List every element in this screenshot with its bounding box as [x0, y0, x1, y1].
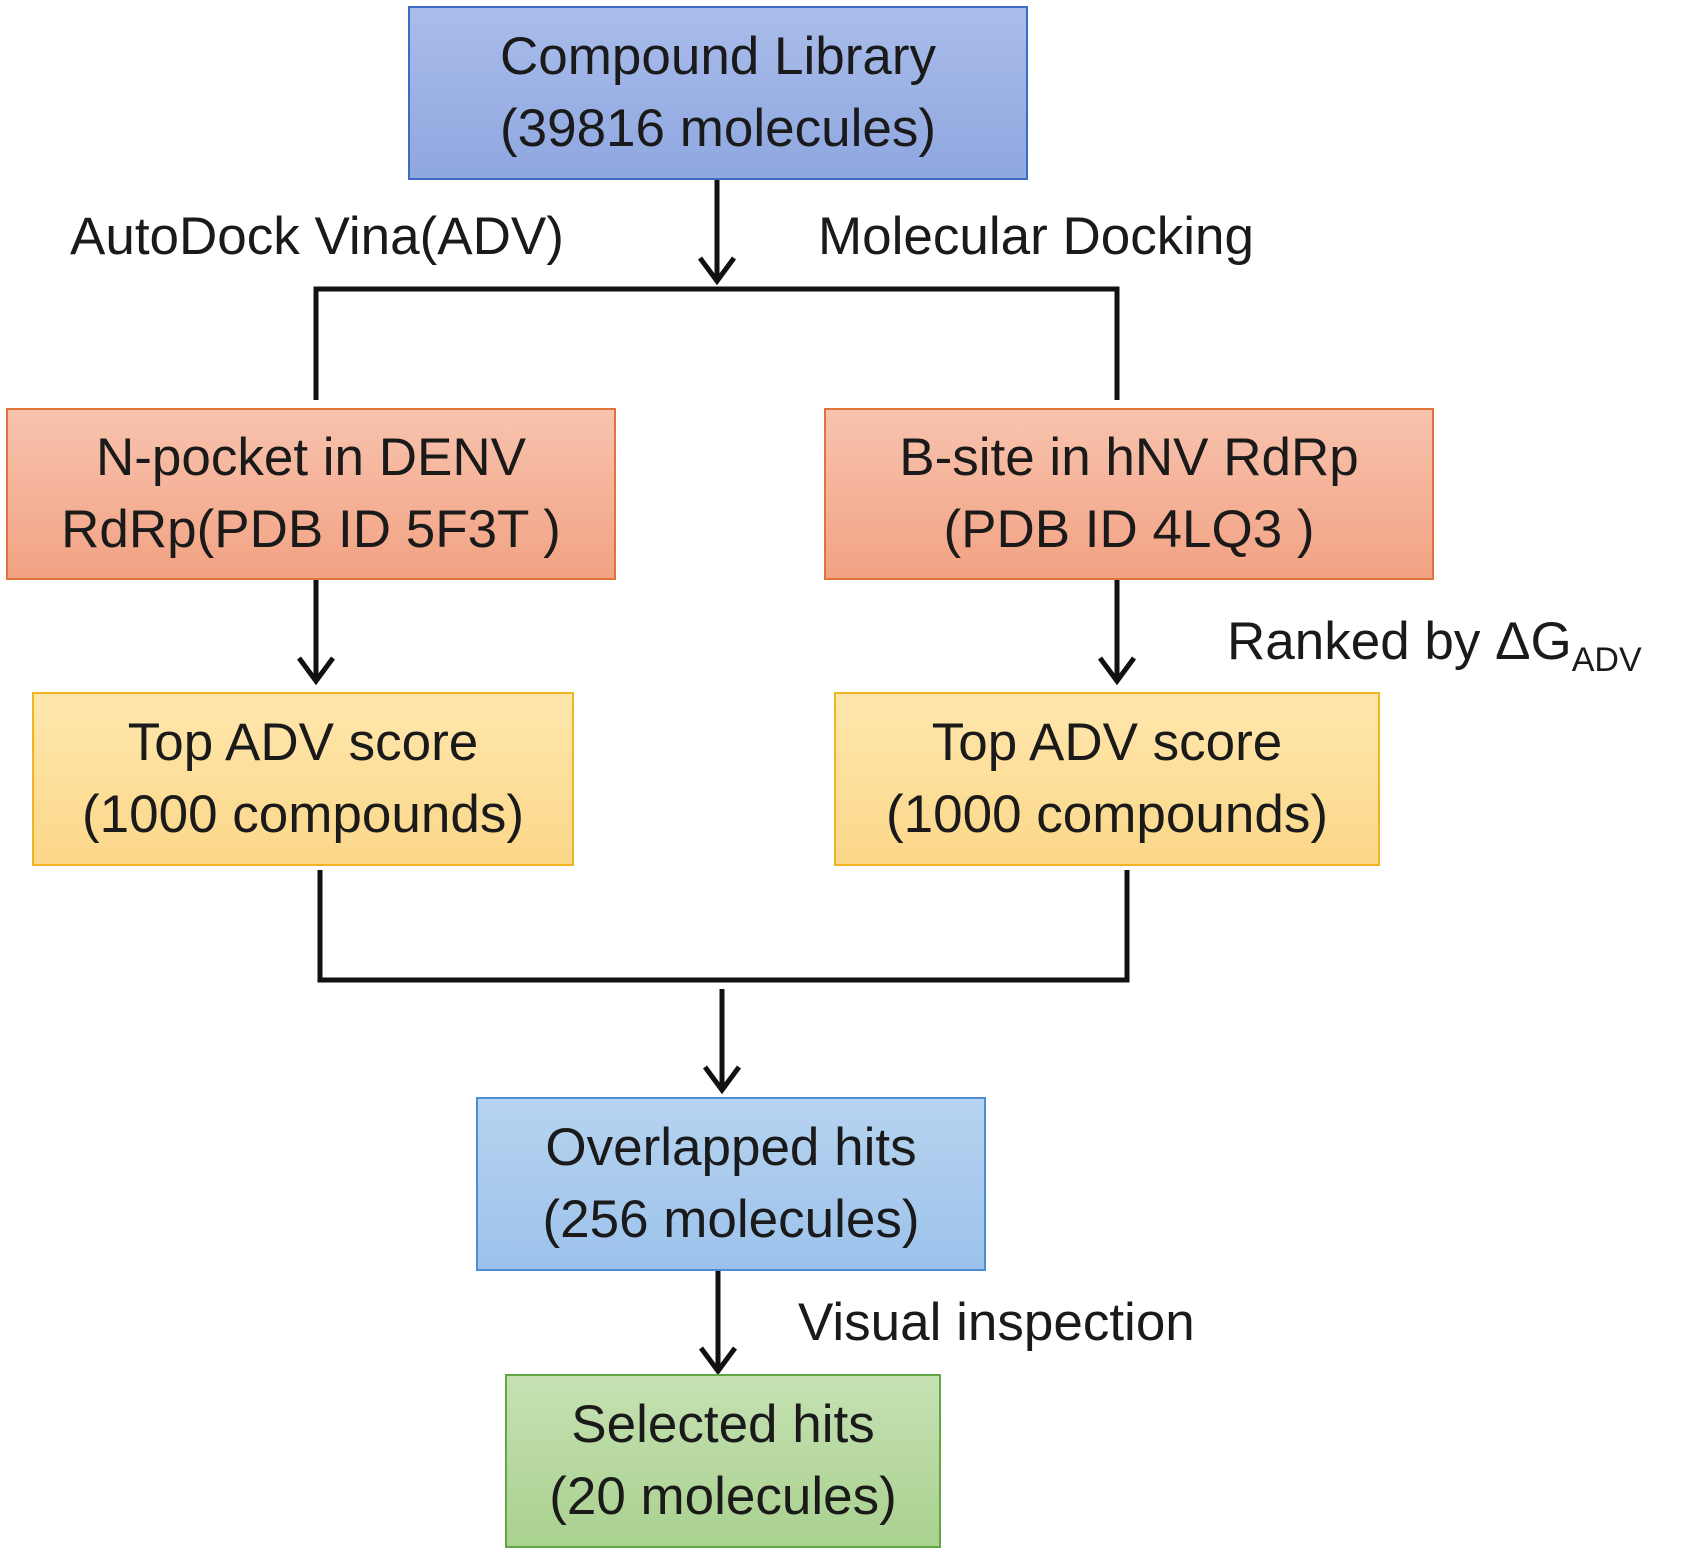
denv-top-score-count: (1000 compounds) [82, 785, 524, 844]
denv-top-score-box: Top ADV score (1000 compounds) [32, 692, 574, 866]
selected-hits-count: (20 molecules) [549, 1467, 897, 1526]
ranked-by-text: Ranked by ΔG [1227, 612, 1572, 671]
hnv-site-box: B-site in hNV RdRp (PDB ID 4LQ3 ) [824, 408, 1434, 580]
merge-connector [317, 870, 1130, 983]
hnv-site-title: B-site in hNV RdRp [899, 428, 1359, 487]
visual-inspection-label: Visual inspection [798, 1293, 1195, 1352]
arrowhead-selected [698, 1346, 738, 1376]
compound-library-box: Compound Library (39816 molecules) [408, 6, 1028, 180]
ranked-by-subscript: ADV [1571, 641, 1642, 679]
arrowhead-library [697, 256, 737, 286]
compound-library-count: (39816 molecules) [499, 99, 936, 158]
split-connector [313, 286, 1120, 400]
overlapped-hits-count: (256 molecules) [542, 1190, 920, 1249]
arrowhead-overlap [702, 1065, 742, 1095]
hnv-top-score-box: Top ADV score (1000 compounds) [834, 692, 1380, 866]
ranked-by-label: Ranked by ΔGADV [1227, 612, 1642, 677]
denv-top-score-title: Top ADV score [127, 713, 479, 772]
molecular-docking-label: Molecular Docking [818, 207, 1254, 266]
selected-hits-title: Selected hits [571, 1395, 875, 1454]
compound-library-title: Compound Library [499, 27, 936, 86]
arrowhead-hnv-top [1097, 656, 1137, 686]
overlapped-hits-box: Overlapped hits (256 molecules) [476, 1097, 986, 1271]
selected-hits-box: Selected hits (20 molecules) [505, 1374, 941, 1548]
denv-site-box: N-pocket in DENV RdRp(PDB ID 5F3T ) [6, 408, 616, 580]
hnv-site-pdb: (PDB ID 4LQ3 ) [943, 500, 1315, 559]
denv-site-title: N-pocket in DENV [95, 428, 527, 487]
overlapped-hits-title: Overlapped hits [545, 1118, 917, 1177]
hnv-top-score-count: (1000 compounds) [886, 785, 1328, 844]
arrowhead-denv-top [296, 656, 336, 686]
autodock-vina-label: AutoDock Vina(ADV) [70, 207, 564, 266]
hnv-top-score-title: Top ADV score [931, 713, 1283, 772]
denv-site-pdb: RdRp(PDB ID 5F3T ) [61, 500, 561, 559]
